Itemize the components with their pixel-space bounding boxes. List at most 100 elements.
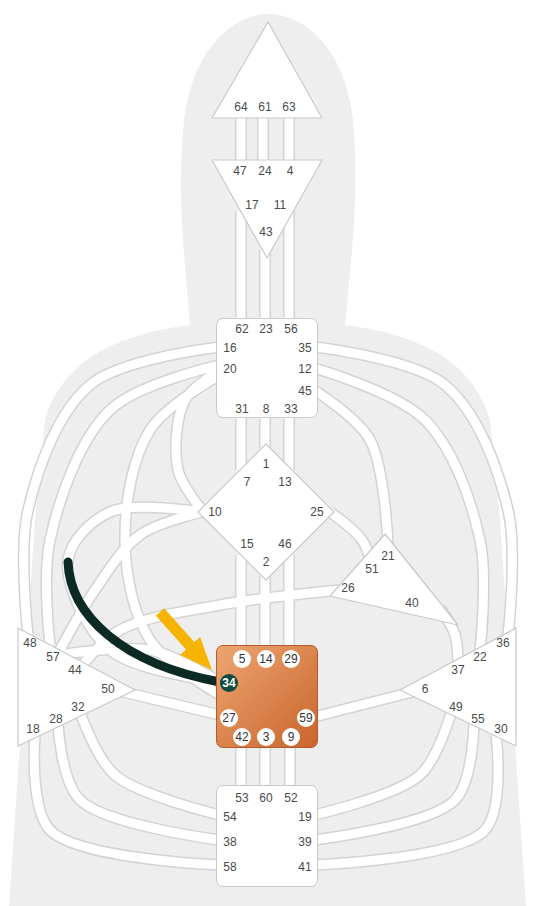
channel-outline xyxy=(259,576,271,650)
gate-number: 57 xyxy=(46,650,59,664)
gate-number: 44 xyxy=(68,663,81,677)
gate-number: 51 xyxy=(365,562,378,576)
center-outline xyxy=(330,534,458,625)
gate-number: 10 xyxy=(208,505,221,519)
channel xyxy=(314,390,388,545)
gate-number: 24 xyxy=(258,164,271,178)
gate-number: 21 xyxy=(381,549,394,563)
gate-number: 64 xyxy=(234,100,247,114)
channel xyxy=(314,710,452,815)
body-outline xyxy=(9,14,526,906)
channel xyxy=(285,414,294,470)
channel xyxy=(80,712,220,815)
channel-outline xyxy=(314,690,420,717)
gate-number: 45 xyxy=(298,384,311,398)
channel xyxy=(285,555,294,650)
channel xyxy=(115,690,220,715)
gate-number: 18 xyxy=(26,722,39,736)
channel-outline xyxy=(259,250,271,322)
gate-number: 41 xyxy=(298,860,311,874)
gate-number: 60 xyxy=(259,791,272,805)
gate-number: 52 xyxy=(284,791,297,805)
center-outline xyxy=(18,628,135,746)
center-outline xyxy=(198,444,334,580)
channel xyxy=(261,414,270,448)
channel xyxy=(261,250,270,322)
channel xyxy=(314,368,484,650)
pointer-arrow-head xyxy=(180,637,212,670)
gate-number: 35 xyxy=(298,341,311,355)
gate-number: 15 xyxy=(240,537,253,551)
gate-number: 28 xyxy=(49,712,62,726)
channel xyxy=(24,347,220,635)
gate-number: 50 xyxy=(101,682,114,696)
gate-number: 30 xyxy=(494,722,507,736)
gate-number: 54 xyxy=(223,810,236,824)
channel-outline xyxy=(58,725,220,840)
gate-number: 38 xyxy=(223,835,236,849)
gate-number: 3 xyxy=(257,728,275,746)
channel-outline xyxy=(259,414,271,448)
channel xyxy=(314,722,474,840)
channel xyxy=(314,690,420,717)
gate-number: 61 xyxy=(258,100,271,114)
gate-number: 4 xyxy=(287,164,294,178)
channel-outline xyxy=(314,722,474,840)
gate-number: 13 xyxy=(278,475,291,489)
gate-number: 56 xyxy=(284,322,297,336)
channel xyxy=(237,414,246,470)
gate-number: 19 xyxy=(298,810,311,824)
gate-number: 22 xyxy=(473,650,486,664)
root-center: 536052541938395841 xyxy=(216,785,318,887)
gate-number: 27 xyxy=(220,709,238,727)
gate-number: 26 xyxy=(341,581,354,595)
gate-number: 17 xyxy=(245,198,258,212)
gate-number: 33 xyxy=(284,402,297,416)
gate-number: 47 xyxy=(233,164,246,178)
channel xyxy=(285,211,294,322)
gate-number: 34 xyxy=(220,674,238,692)
gate-number: 48 xyxy=(23,636,36,650)
ajna-center: 47 24 4 17 1143 xyxy=(212,160,322,258)
solar-plexus-center: 3622376495530 xyxy=(400,628,516,746)
gate-number: 14 xyxy=(257,650,275,668)
channel-outline xyxy=(283,414,295,470)
channel-outline xyxy=(235,414,247,470)
gate-number: 23 xyxy=(259,322,272,336)
center-outline xyxy=(212,22,322,118)
gate-number: 53 xyxy=(235,791,248,805)
gate-number: 20 xyxy=(223,362,236,376)
gate-number: 29 xyxy=(282,650,300,668)
gate-number: 25 xyxy=(310,505,323,519)
gate-number: 32 xyxy=(71,700,84,714)
gate-number: 1 xyxy=(263,457,270,471)
gate-number: 49 xyxy=(449,700,462,714)
channel xyxy=(261,576,270,650)
gate-number: 12 xyxy=(298,362,311,376)
gate-number: 39 xyxy=(298,835,311,849)
gate-number: 59 xyxy=(297,709,315,727)
gate-number: 31 xyxy=(235,402,248,416)
channel-outline xyxy=(314,710,452,815)
channel-outline xyxy=(314,368,484,650)
g-center: 1713102515462 xyxy=(198,444,334,580)
channel-outline xyxy=(115,690,220,715)
gate-number: 63 xyxy=(282,100,295,114)
center-outline xyxy=(212,160,322,258)
gate-number: 2 xyxy=(263,555,270,569)
gate-number: 55 xyxy=(471,712,484,726)
channel-outline xyxy=(235,211,247,322)
spleen-center: 48 57 44 50 32 28 18 xyxy=(18,628,135,746)
gate-number: 37 xyxy=(451,663,464,677)
channel-outline xyxy=(283,211,295,322)
channel-outline xyxy=(80,712,220,815)
gate-number: 9 xyxy=(282,728,300,746)
gate-number: 11 xyxy=(274,198,286,212)
gate-number: 43 xyxy=(259,225,272,239)
gate-number: 42 xyxy=(233,728,251,746)
head-center: 64 61 63 xyxy=(212,22,322,118)
gate-number: 62 xyxy=(235,322,248,336)
gate-number: 16 xyxy=(223,341,236,355)
heart-center: 21512640 xyxy=(330,534,458,625)
gate-number: 36 xyxy=(496,636,509,650)
